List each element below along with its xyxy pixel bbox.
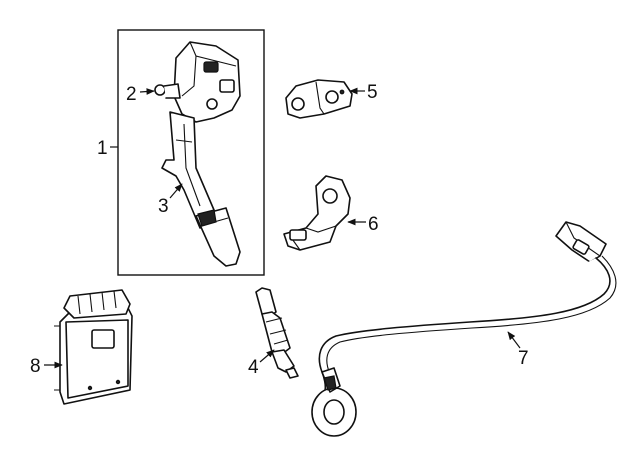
- callout-label-1: 1: [97, 138, 108, 159]
- callout-label-3: 3: [158, 196, 169, 217]
- ignition-coil[interactable]: [154, 41, 241, 267]
- callout-label-7: 7: [518, 348, 529, 369]
- callout-5: 5: [349, 82, 378, 103]
- callout-1: 1: [97, 138, 118, 159]
- sensor-5[interactable]: [285, 79, 353, 119]
- spark-plug[interactable]: [255, 287, 299, 379]
- callout-7: 7: [507, 331, 529, 369]
- callout-8: 8: [30, 356, 63, 377]
- knock-sensor-harness[interactable]: [311, 221, 617, 437]
- callout-label-5: 5: [367, 82, 378, 103]
- callout-2: 2: [126, 84, 155, 105]
- callout-label-6: 6: [368, 214, 379, 235]
- callout-3: 3: [158, 183, 183, 217]
- callout-label-2: 2: [126, 84, 137, 105]
- callout-6: 6: [347, 214, 379, 235]
- sensor-6[interactable]: [283, 175, 351, 251]
- control-module[interactable]: [54, 289, 133, 405]
- ignition-coil-group-frame: [117, 29, 265, 276]
- callout-label-8: 8: [30, 356, 41, 377]
- callout-4: 4: [248, 349, 275, 378]
- callout-label-4: 4: [248, 357, 259, 378]
